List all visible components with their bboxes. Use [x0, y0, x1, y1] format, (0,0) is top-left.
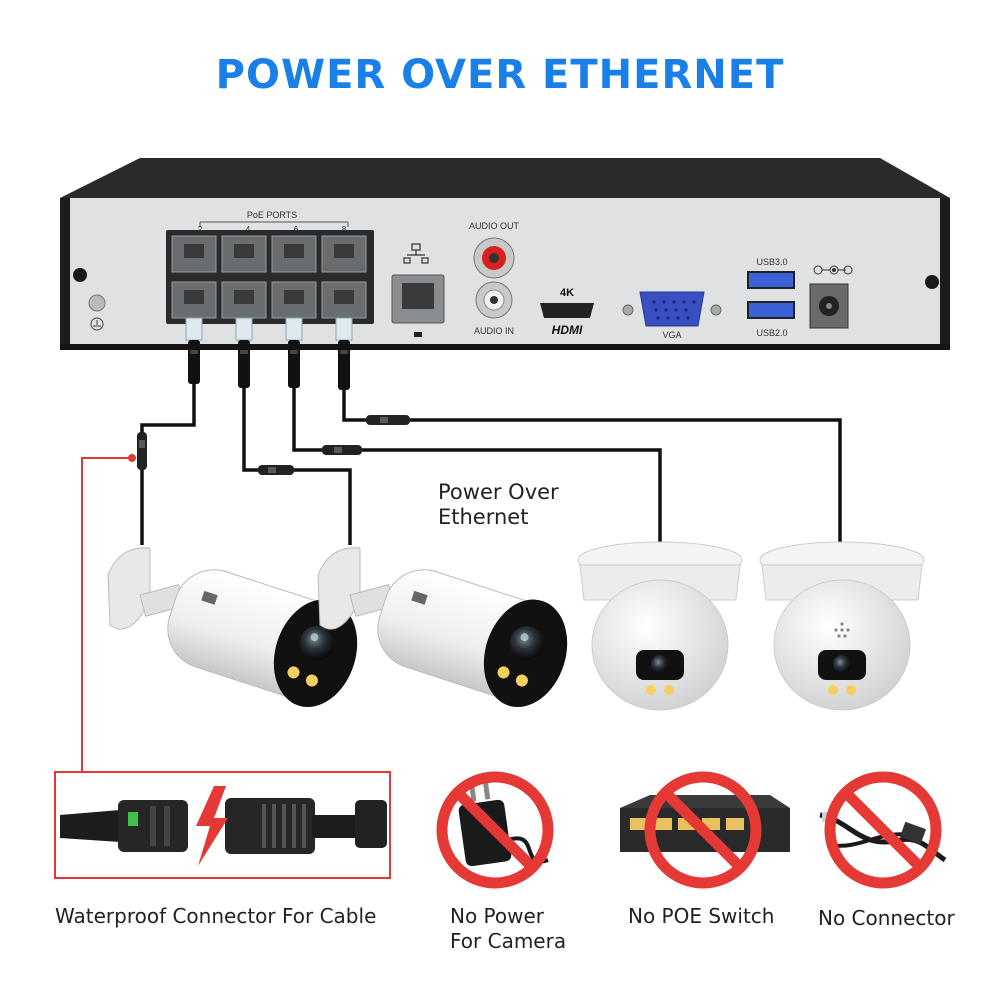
screw-left	[73, 268, 87, 282]
dome-camera-2	[759, 541, 925, 711]
no-switch-label: No POE Switch	[628, 904, 775, 928]
no-power-label: No Power For Camera	[450, 904, 567, 953]
usb2-port	[747, 301, 795, 319]
hdmi-4k-label: 4K	[560, 287, 574, 299]
rj45-plug	[335, 317, 353, 390]
port-number: 2	[198, 225, 203, 234]
poe-ports-label: PoE PORTS	[247, 210, 297, 220]
rj45-plugs	[185, 317, 353, 390]
inline-connectors	[137, 415, 410, 475]
vga-port	[639, 291, 705, 327]
bullet-camera-2	[317, 547, 568, 708]
rj45-plug	[285, 317, 303, 388]
nvr-recorder: PoE PORTS 2 4 6 8	[60, 158, 950, 350]
hdmi-label: HDMI	[552, 323, 583, 337]
microphone-grille	[834, 622, 850, 638]
page-title: POWER OVER ETHERNET	[215, 52, 785, 98]
ethernet-cables	[140, 384, 842, 545]
connector-label: Waterproof Connector For Cable	[55, 904, 377, 928]
usb3-port	[747, 271, 795, 289]
dome-camera-1	[577, 541, 743, 711]
no-power-adapter-icon	[436, 771, 554, 889]
prohibited-icon	[436, 771, 554, 889]
port-number: 4	[246, 225, 251, 234]
no-connector-icon	[819, 771, 947, 889]
cable-to-dome-1	[292, 388, 662, 545]
hdmi-port	[540, 303, 594, 318]
rj45-plug	[235, 317, 253, 388]
cable-to-bullet-1	[140, 384, 196, 545]
screw-right	[925, 275, 939, 289]
ground-icon	[88, 294, 106, 331]
cable-to-dome-2	[342, 390, 842, 545]
audio-in-label: AUDIO IN	[474, 326, 514, 336]
lan-icon	[403, 243, 429, 264]
usb2-label: USB2.0	[756, 328, 787, 338]
poe-ports	[171, 235, 367, 319]
prohibited-icon	[644, 771, 762, 889]
rj45-plug	[185, 317, 203, 384]
waterproof-connector-panel	[54, 771, 391, 879]
prohibited-icon	[824, 771, 942, 889]
dc-power-icon	[813, 265, 853, 275]
poe-port-numbers: 2 4 6 8	[198, 225, 347, 234]
cable-to-bullet-2	[242, 388, 352, 545]
usb3-label: USB3.0	[756, 257, 787, 267]
lightning-icon	[196, 786, 228, 866]
vga-label: VGA	[662, 330, 681, 340]
port-number: 8	[342, 225, 347, 234]
port-number: 6	[294, 225, 299, 234]
no-poe-switch-icon	[620, 771, 790, 889]
poe-label: Power Over Ethernet	[438, 480, 559, 529]
audio-out-label: AUDIO OUT	[469, 221, 520, 231]
callout-line	[81, 454, 136, 772]
no-connector-label: No Connector	[818, 906, 955, 930]
